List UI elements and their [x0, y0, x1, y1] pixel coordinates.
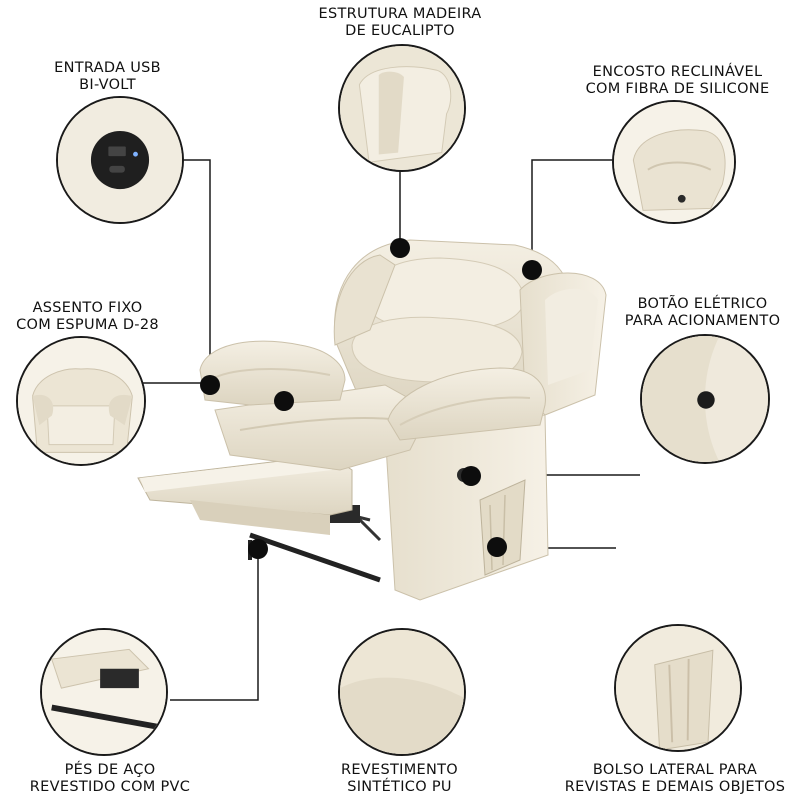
button-label-line1: BOTÃO ELÉTRICO — [637, 296, 768, 312]
frame-detail-bubble — [338, 44, 466, 172]
upholstery-label-line2: SINTÉTICO PU — [347, 779, 452, 795]
feet-label-line2: REVESTIDO COM PVC — [29, 779, 191, 795]
usb-detail-bubble — [56, 96, 184, 224]
backrest-connector — [531, 159, 615, 268]
pocket-label-line1: BOLSO LATERAL PARA — [592, 762, 758, 778]
usb-label-line2: BI-VOLT — [79, 77, 136, 93]
upholstery-detail-bubble — [338, 628, 466, 756]
frame-label: ESTRUTURA MADEIRA DE EUCALIPTO — [310, 6, 490, 40]
pocket-label: BOLSO LATERAL PARA REVISTAS E DEMAIS OBJ… — [560, 762, 790, 796]
right-armrest — [387, 367, 546, 441]
power-button-icon — [697, 391, 715, 409]
left-armrest — [199, 340, 346, 406]
button-label-line2: PARA ACIONAMENTO — [624, 313, 781, 329]
seat-label-line2: COM ESPUMA D-28 — [16, 317, 159, 333]
seat-label: ASSENTO FIXO COM ESPUMA D-28 — [5, 300, 170, 334]
backrest-label-line2: COM FIBRA DE SILICONE — [585, 81, 770, 97]
dot-backrest — [522, 260, 542, 280]
marker-dots — [200, 238, 542, 559]
usb-label: ENTRADA USB BI-VOLT — [40, 60, 175, 94]
seat-label-line1: ASSENTO FIXO — [32, 300, 143, 316]
button-detail-bubble — [640, 334, 770, 464]
seat-cushion — [214, 384, 431, 471]
feet-detail-bubble — [40, 628, 168, 756]
feet-label-line1: PÉS DE AÇO — [64, 762, 156, 778]
seat-detail-bubble — [16, 336, 146, 466]
frame-label-line2: DE EUCALIPTO — [345, 23, 455, 39]
frame-label-line1: ESTRUTURA MADEIRA — [318, 6, 482, 22]
feet-label: PÉS DE AÇO REVESTIDO COM PVC — [20, 762, 200, 796]
dot-button — [461, 466, 481, 486]
usb-connector — [180, 159, 211, 380]
pocket-detail-bubble — [614, 624, 742, 752]
button-label: BOTÃO ELÉTRICO PARA ACIONAMENTO — [615, 296, 790, 330]
backrest-label: ENCOSTO RECLINÁVEL COM FIBRA DE SILICONE — [575, 64, 780, 98]
backrest-detail-bubble — [612, 100, 736, 224]
dot-frame — [390, 238, 410, 258]
backrest-label-line1: ENCOSTO RECLINÁVEL — [592, 64, 763, 80]
dot-seat — [274, 391, 294, 411]
feet-connector — [170, 548, 259, 701]
usb-label-line1: ENTRADA USB — [54, 60, 161, 76]
dot-pocket — [487, 537, 507, 557]
usb-port-icon — [90, 130, 150, 190]
upholstery-label-line1: REVESTIMENTO — [340, 762, 459, 778]
pocket-label-line2: REVISTAS E DEMAIS OBJETOS — [564, 779, 786, 795]
upholstery-label: REVESTIMENTO SINTÉTICO PU — [322, 762, 477, 796]
dot-usb — [200, 375, 220, 395]
dot-feet — [248, 539, 268, 559]
